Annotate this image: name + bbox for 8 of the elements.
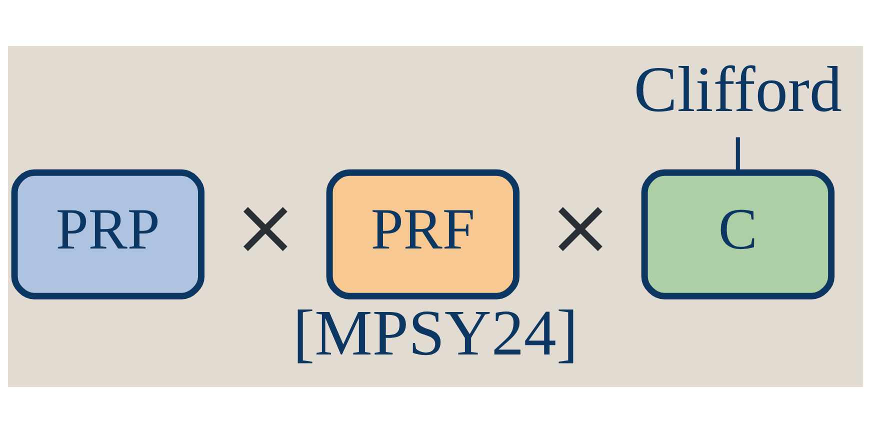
connector xyxy=(736,137,740,172)
node-box: C xyxy=(641,169,835,300)
label: × xyxy=(548,182,614,273)
caption: [MPSY24] xyxy=(292,298,578,370)
node-box: PRP xyxy=(11,169,205,300)
node-box: PRF xyxy=(326,169,520,300)
node-text: Clifford xyxy=(634,54,842,126)
label: × xyxy=(232,182,298,273)
